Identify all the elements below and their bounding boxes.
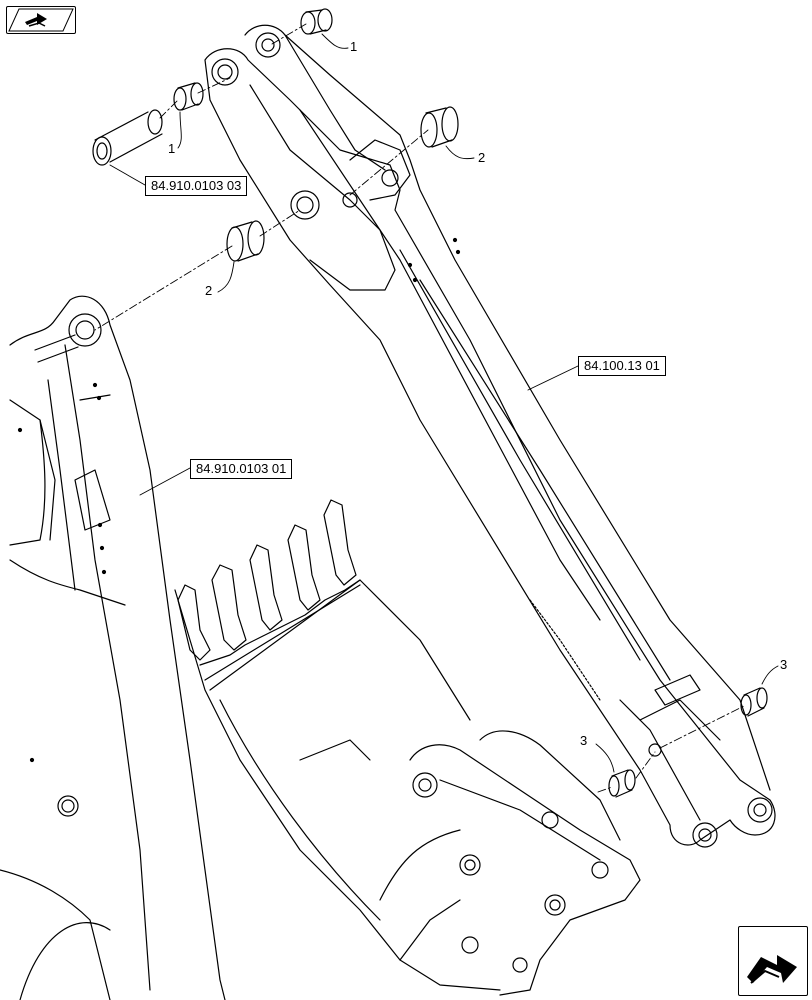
dipper-arm-outline — [204, 24, 776, 848]
callout-number: 2 — [478, 150, 486, 165]
bushing-1a — [173, 82, 204, 111]
bushing-3a — [740, 687, 768, 717]
callout-number: 3 — [580, 733, 588, 748]
callout-leaders — [177, 33, 779, 773]
callout-number: 1 — [350, 39, 358, 54]
bushing-2b — [226, 220, 265, 262]
bushing-2a — [420, 106, 459, 148]
reference-label-boom[interactable]: 84.910.0103 01 — [190, 459, 293, 479]
callout-number: 2 — [205, 283, 213, 298]
leader-lines — [109, 164, 579, 496]
previous-page-button[interactable] — [6, 6, 76, 34]
pin-part — [92, 109, 163, 166]
bushing-3b — [608, 769, 636, 798]
boom-outline — [0, 295, 226, 1000]
next-page-button[interactable] — [738, 926, 808, 996]
bushing-1b — [300, 8, 333, 35]
reference-label-dipper[interactable]: 84.100.13 01 — [578, 356, 666, 376]
callout-number: 1 — [168, 141, 176, 156]
next-page-icon — [747, 955, 797, 984]
previous-page-icon — [8, 8, 74, 32]
bucket-outline — [174, 499, 641, 996]
assembly-axis-lines — [94, 23, 745, 793]
reference-label-pin[interactable]: 84.910.0103 03 — [145, 176, 248, 196]
callout-number: 3 — [780, 657, 788, 672]
